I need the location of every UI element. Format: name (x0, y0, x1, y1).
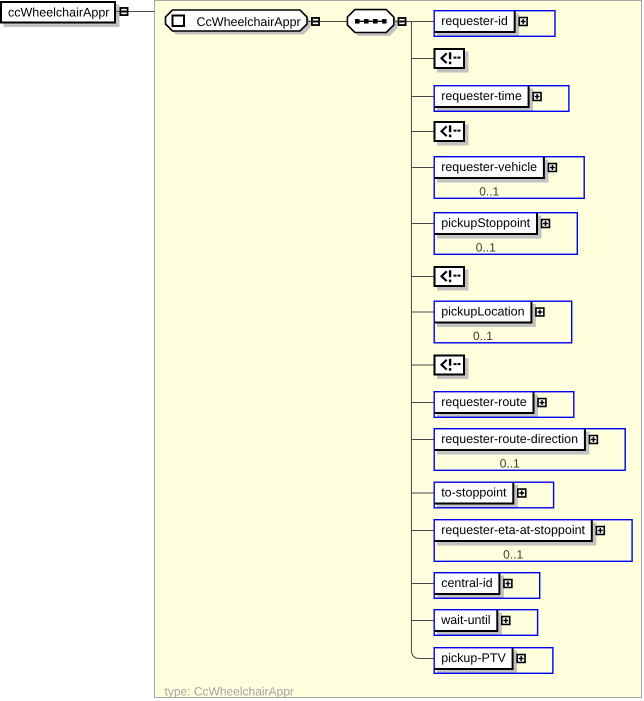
svg-text:ccWheelchairAppr: ccWheelchairAppr (8, 6, 109, 20)
svg-text:0..1: 0..1 (473, 329, 493, 343)
svg-text:type: CcWheelchairAppr: type: CcWheelchairAppr (165, 685, 294, 699)
svg-text:requester-route-direction: requester-route-direction (441, 432, 578, 446)
svg-text:0..1: 0..1 (503, 548, 523, 562)
svg-text:pickupLocation: pickupLocation (441, 305, 524, 319)
svg-text:requester-vehicle: requester-vehicle (441, 160, 537, 174)
svg-text:pickupStoppoint: pickupStoppoint (441, 216, 530, 230)
svg-text:to-stoppoint: to-stoppoint (441, 486, 507, 500)
svg-text:wait-until: wait-until (440, 613, 490, 627)
svg-text:pickup-PTV: pickup-PTV (441, 651, 506, 665)
svg-text:requester-eta-at-stoppoint: requester-eta-at-stoppoint (441, 523, 585, 537)
svg-text:0..1: 0..1 (479, 185, 499, 199)
svg-text:requester-route: requester-route (441, 395, 527, 409)
svg-text:0..1: 0..1 (500, 457, 520, 471)
svg-text:0..1: 0..1 (476, 241, 496, 255)
svg-text:central-id: central-id (441, 576, 492, 590)
svg-text:requester-time: requester-time (441, 89, 522, 103)
svg-text:requester-id: requester-id (441, 14, 508, 28)
svg-text:CcWheelchairAppr: CcWheelchairAppr (197, 15, 301, 29)
